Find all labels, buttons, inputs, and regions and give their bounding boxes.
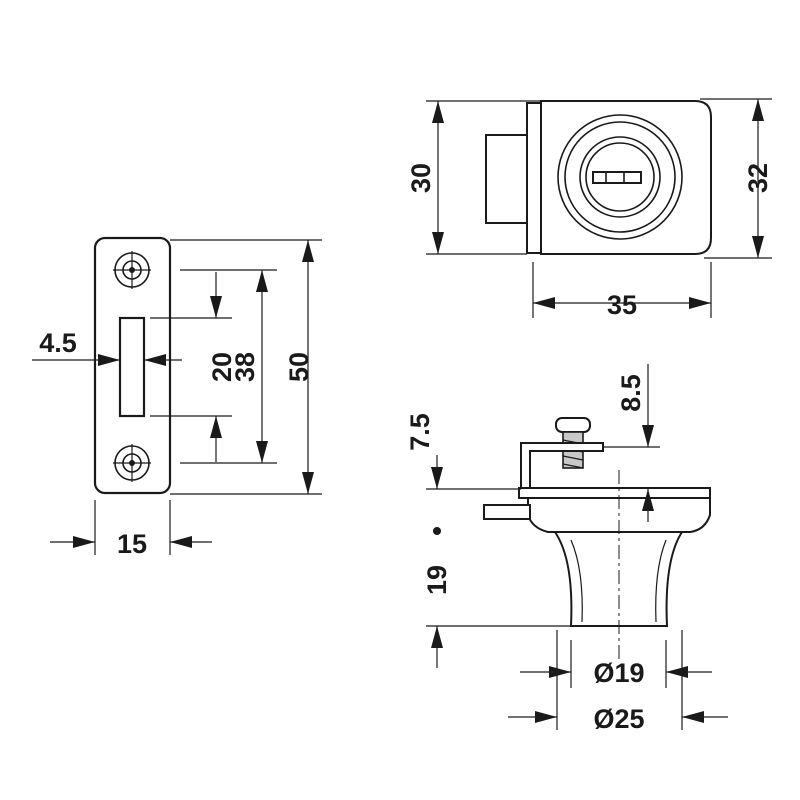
lock-top-view: 30 32 35 <box>406 98 773 320</box>
strike-plate-height-label: 50 <box>284 352 314 382</box>
lock-keyway <box>592 171 642 184</box>
strike-plate: 50 38 20 4.5 15 <box>32 236 322 559</box>
lock-clamp-label: 7.5 <box>405 413 435 451</box>
strike-plate-outline <box>93 236 172 495</box>
lock-top-offset-label: 8.5 <box>616 374 646 412</box>
strike-plate-inset-label: 4.5 <box>39 328 77 358</box>
lock-height-left-label: 30 <box>406 163 436 193</box>
lock-side-view: 8.5 7.5 19 Ø19 Ø25 <box>405 364 728 734</box>
lock-inner-diameter-label: Ø19 <box>593 658 644 688</box>
lock-height-right-label: 32 <box>743 163 773 193</box>
lock-bolt <box>483 504 531 520</box>
lock-base-plate <box>518 487 711 499</box>
lock-clamp-strip <box>526 102 542 254</box>
strike-plate-width-label: 15 <box>117 529 147 559</box>
lock-knob-height-label: 19 <box>422 565 452 595</box>
lock-width-label: 35 <box>607 290 637 320</box>
lock-outer-diameter-label: Ø25 <box>593 704 644 734</box>
screw-hole-bottom <box>113 444 151 482</box>
strike-plate-slot-label: 20 <box>207 352 237 382</box>
screw-hole-top <box>113 251 151 289</box>
strike-plate-holes-label: 38 <box>230 352 260 382</box>
lock-cylinder-outer <box>557 114 683 240</box>
strike-plate-slot <box>118 316 146 418</box>
